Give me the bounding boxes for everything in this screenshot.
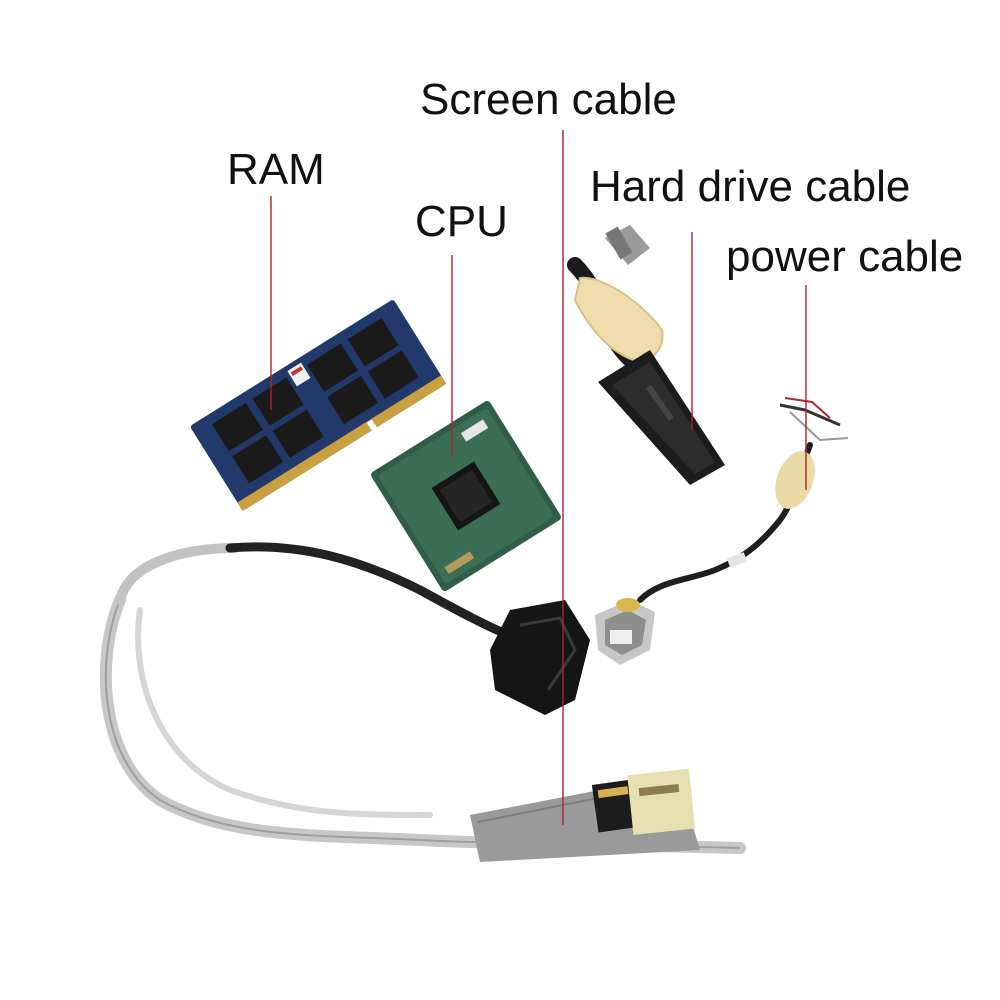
- ram-module: [190, 300, 447, 511]
- label-hard-drive-cable: Hard drive cable: [590, 162, 911, 211]
- label-cpu: CPU: [415, 197, 508, 246]
- cpu-chip: [371, 401, 561, 591]
- screen-cable: [99, 542, 746, 862]
- hard-drive-cable: [567, 225, 725, 485]
- label-screen-cable: Screen cable: [420, 75, 677, 124]
- label-power-cable: power cable: [726, 232, 964, 281]
- power-cable: [595, 397, 849, 665]
- label-ram: RAM: [227, 145, 325, 194]
- leader-lines: [270, 130, 807, 825]
